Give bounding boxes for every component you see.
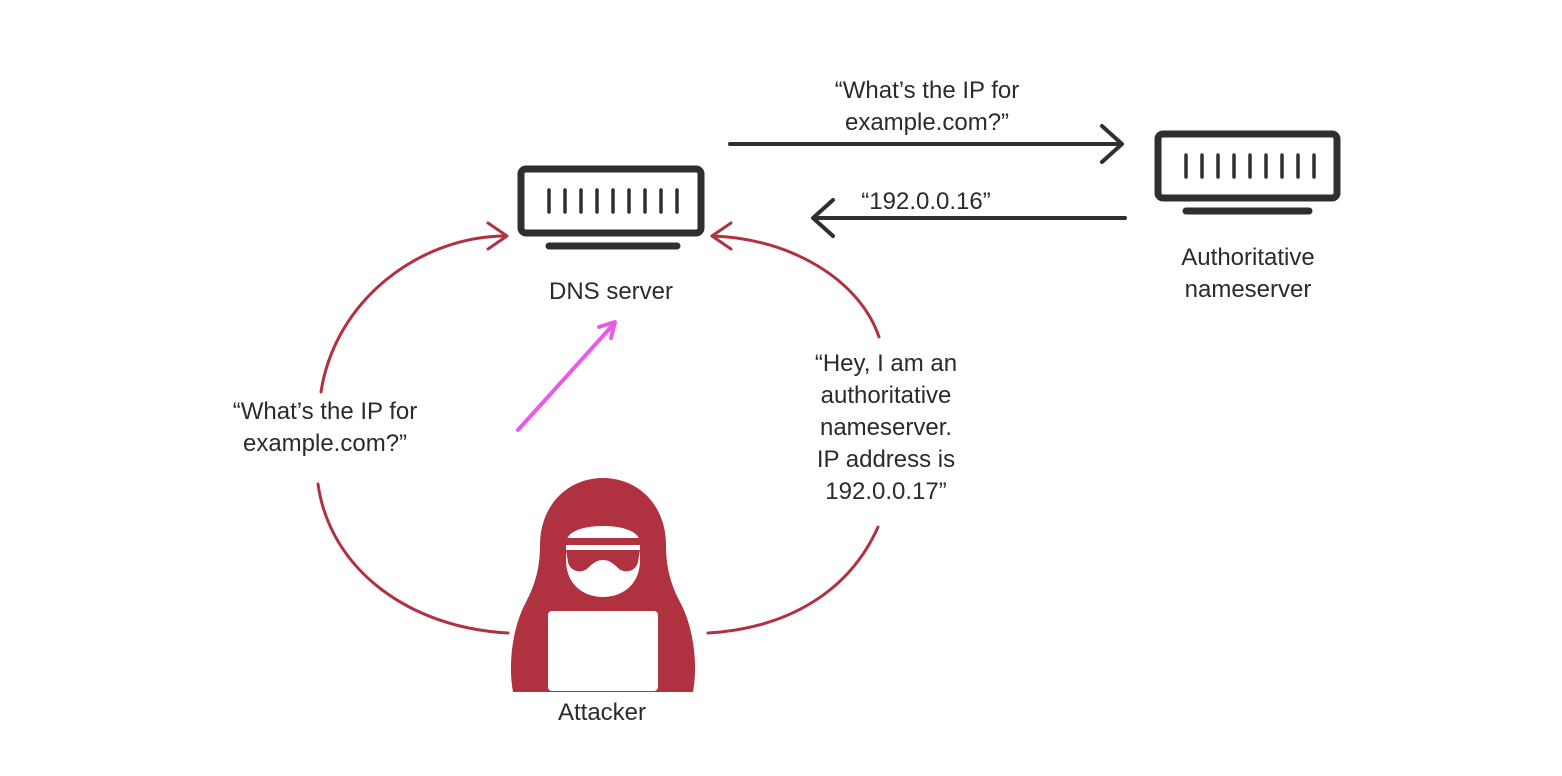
- reply-arrow: [811, 198, 1127, 238]
- dns-server-label: DNS server: [511, 276, 711, 308]
- message-line: 192.0.0.17”: [825, 478, 947, 505]
- authoritative-nameserver-icon: [1154, 130, 1341, 215]
- spoof-injection-arrow: [516, 320, 617, 432]
- query-to-authority-message: “What’s the IP for example.com?”: [777, 75, 1077, 139]
- message-line: “What’s the IP for: [834, 77, 1020, 104]
- authoritative-nameserver-label-line: Authoritative: [1181, 244, 1315, 271]
- authoritative-nameserver-label: Authoritative nameserver: [1148, 242, 1348, 306]
- query-arrow: [728, 124, 1124, 164]
- dns-server-icon: [517, 165, 705, 250]
- message-line: IP address is: [816, 446, 956, 473]
- authority-reply-message: “192.0.0.16”: [826, 186, 1026, 218]
- authoritative-nameserver-label-line: nameserver: [1184, 276, 1312, 303]
- hooded-hacker-icon: [510, 478, 696, 692]
- message-line: example.com?”: [844, 109, 1010, 136]
- dns-server-label-text: DNS server: [548, 278, 674, 305]
- attacker-spoof-message: “Hey, I am an authoritative nameserver. …: [776, 348, 996, 508]
- attacker-query-arc: [316, 221, 510, 635]
- message-line: authoritative: [820, 382, 952, 409]
- attacker-label-text: Attacker: [557, 699, 647, 726]
- message-line: “Hey, I am an: [814, 350, 958, 377]
- message-line: example.com?”: [242, 430, 408, 457]
- attacker-query-message: “What’s the IP for example.com?”: [175, 396, 475, 460]
- message-line: nameserver.: [819, 414, 953, 441]
- message-line: “What’s the IP for: [232, 398, 418, 425]
- message-line: “192.0.0.16”: [861, 188, 991, 215]
- attacker-spoof-arc: [706, 221, 881, 635]
- attacker-label: Attacker: [502, 697, 702, 729]
